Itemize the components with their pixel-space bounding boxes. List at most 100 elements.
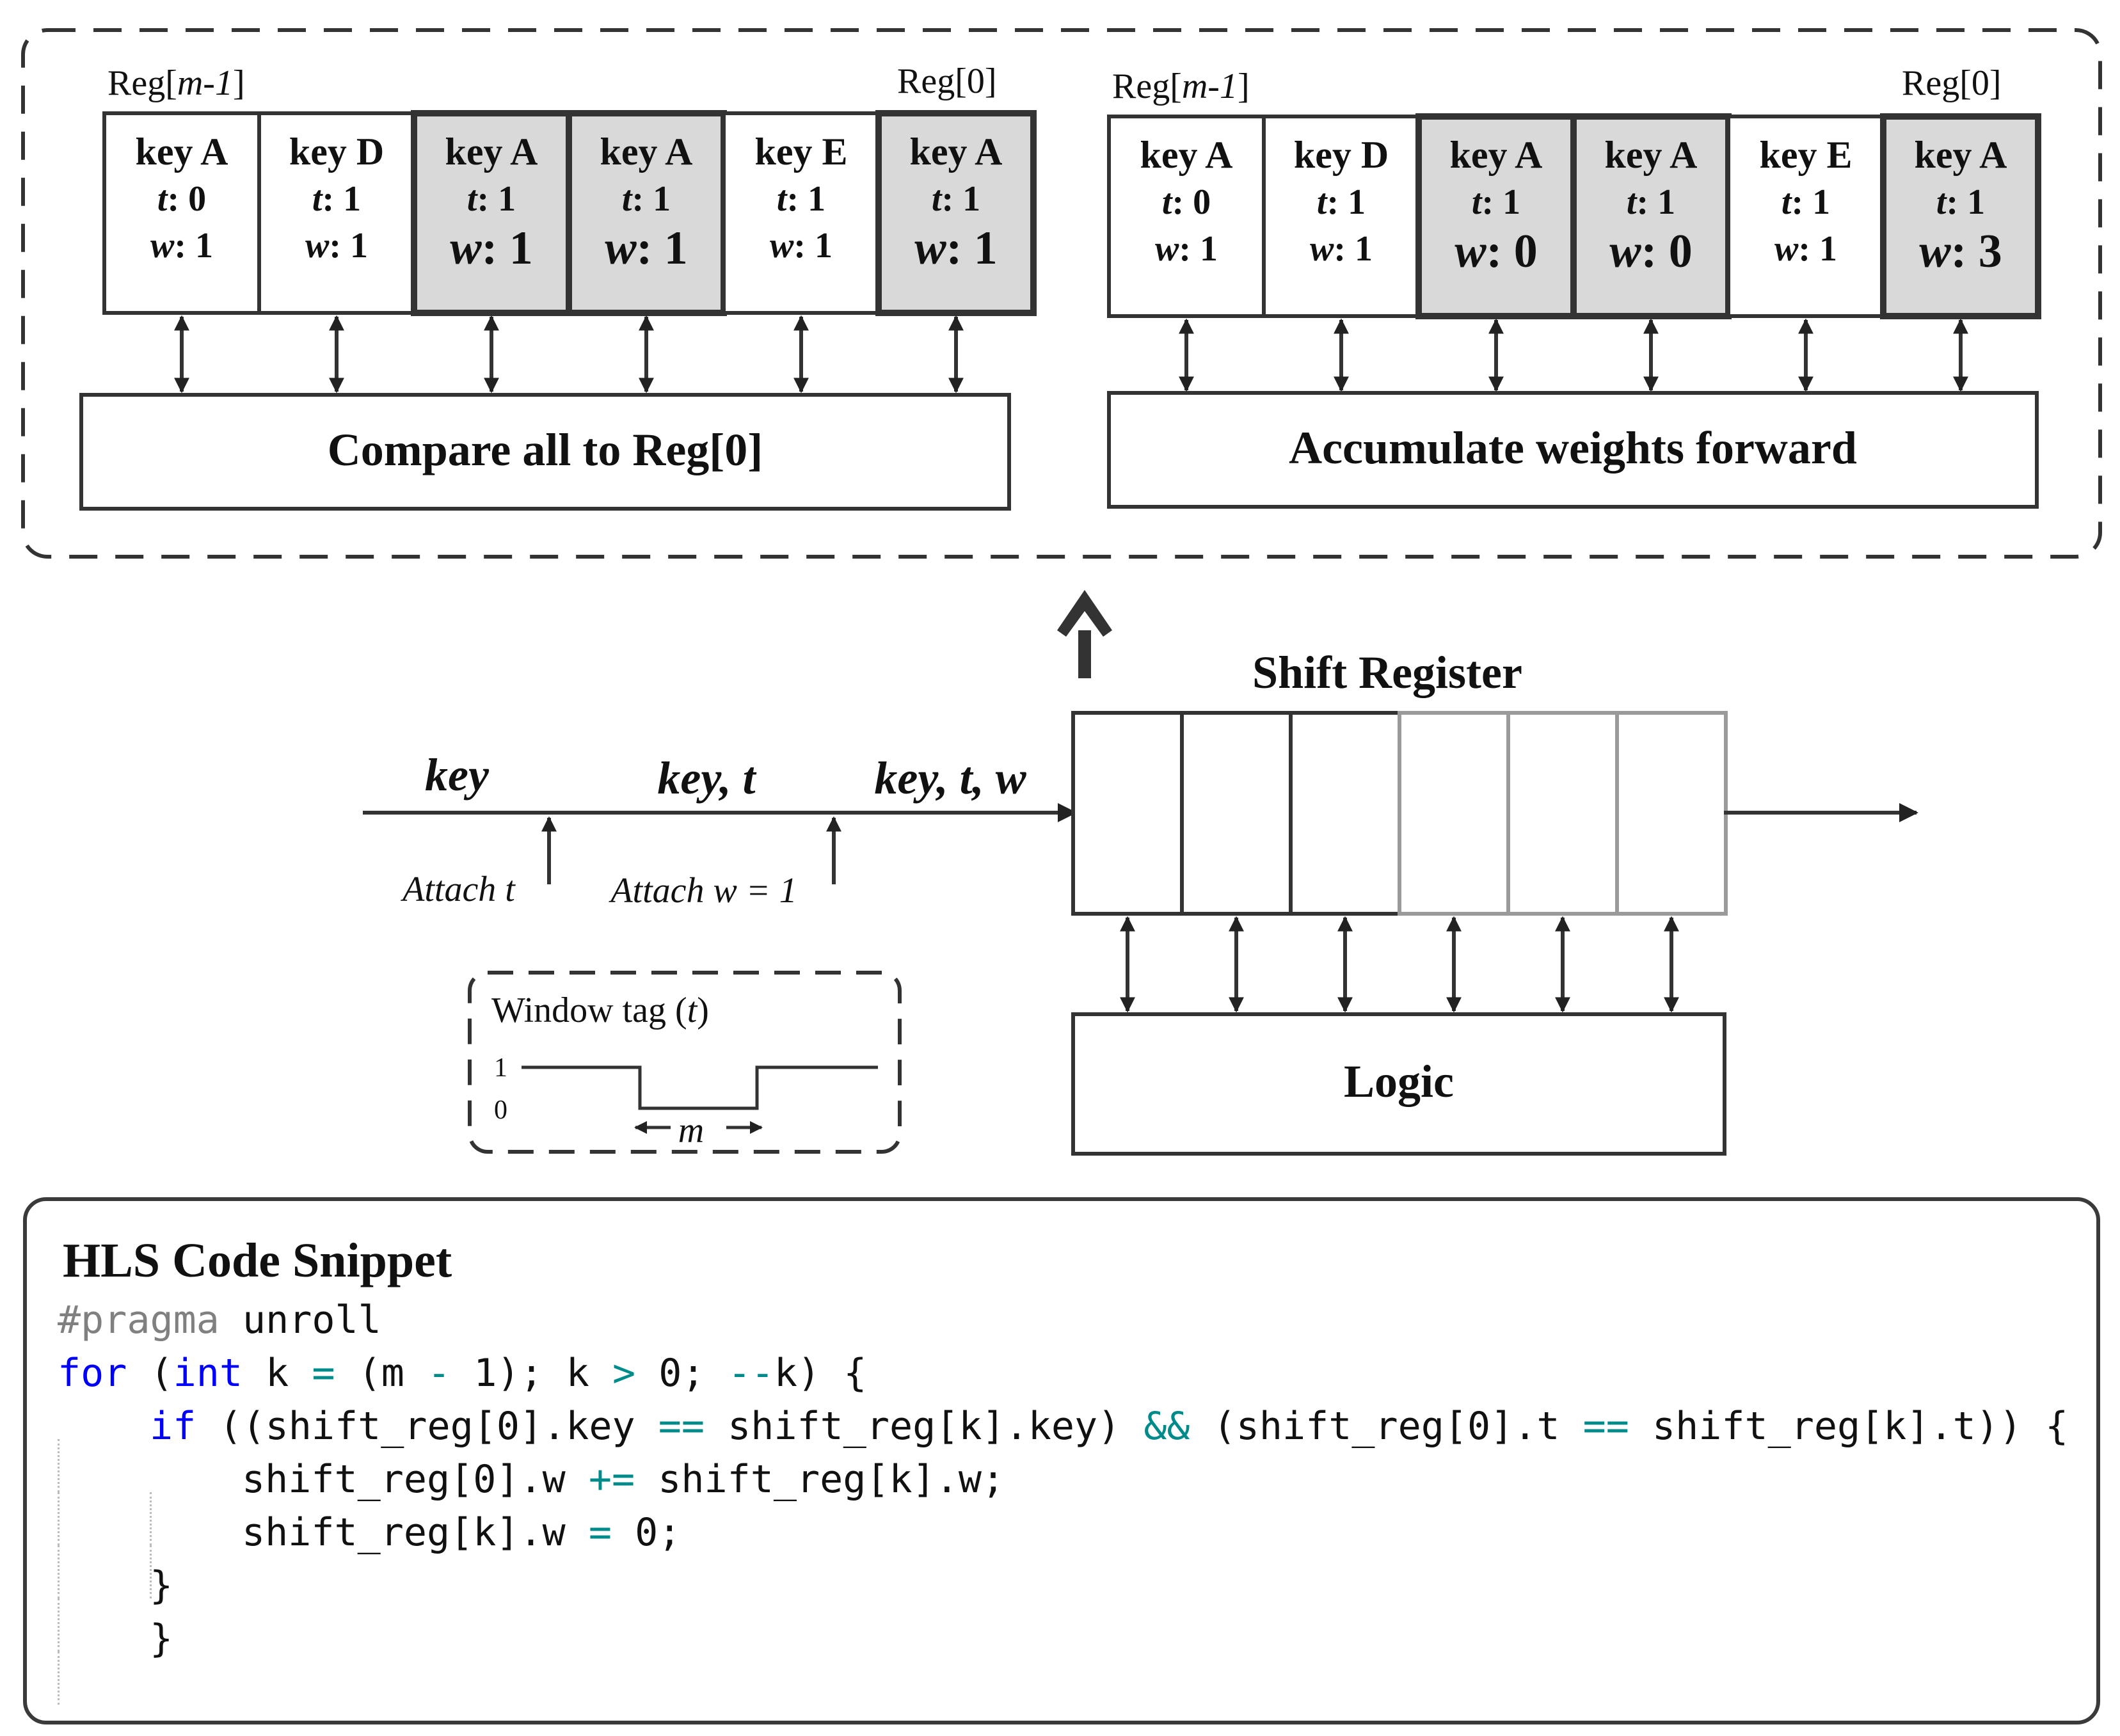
code-token: for [58, 1351, 127, 1396]
register-w: w: 1 [1155, 229, 1218, 269]
accumulate-reg-label-right: Reg[0] [1902, 63, 2002, 103]
register-w: w: 1 [1310, 229, 1373, 269]
code-token: shift_reg[k].key) [704, 1404, 1144, 1449]
register-t: t: 1 [1317, 182, 1366, 222]
register-cell: key At: 1w: 3 [1880, 113, 2041, 319]
register-cell: key At: 1w: 0 [1570, 113, 1732, 319]
shift-logic-box [1071, 1012, 1726, 1156]
register-t: t: 1 [312, 179, 361, 219]
register-cell-box [1107, 115, 1266, 318]
register-t: t: 1 [777, 179, 825, 219]
shift-register-cells [1071, 711, 1728, 916]
code-token: = [588, 1510, 612, 1555]
register-cell: key At: 1w: 0 [1415, 113, 1577, 319]
code-token: k) { [774, 1351, 867, 1396]
code-token: shift_reg[k].w [242, 1510, 589, 1555]
register-key: key E [1759, 134, 1852, 176]
code-token: unroll [219, 1298, 381, 1342]
register-t: t: 1 [467, 179, 516, 219]
register-cell-highlighted [1415, 113, 1577, 319]
code-token: > [612, 1351, 636, 1396]
register-cell: key At: 0w: 1 [102, 111, 261, 315]
code-line: shift_reg[0].w += shift_reg[k].w; [58, 1453, 2068, 1545]
shift-register-cell [1398, 711, 1510, 916]
register-w: w: 1 [605, 222, 688, 275]
pipeline: key key, t key, t, w Attach t Attach w =… [363, 749, 1077, 911]
shift-register-title: Shift Register [1252, 647, 1522, 698]
code-line: } [58, 1613, 2068, 1705]
register-w: w: 1 [770, 226, 833, 266]
register-key: key A [135, 131, 228, 173]
register-cell-highlighted [1570, 113, 1732, 319]
shift-register-cell [1180, 711, 1293, 916]
compare-reg-label-right: Reg[0] [897, 61, 997, 101]
window-tag-waveform [522, 1065, 878, 1110]
register-w: w: 0 [1609, 225, 1693, 278]
register-cell-highlighted [875, 110, 1037, 316]
accumulate-logic-box [1107, 391, 2039, 509]
register-cell: key D t: 1 w: 1 [257, 111, 416, 315]
accumulate-reg-label-left: Reg[m-1] [1112, 67, 1250, 106]
shift-register-arrows [1120, 916, 1679, 1013]
code-token: == [1582, 1404, 1629, 1449]
code-token: (m [335, 1351, 427, 1396]
register-w: w: 1 [305, 226, 368, 266]
register-t: t: 1 [1627, 182, 1675, 222]
top-dashed-container [21, 28, 2102, 559]
register-cell: key A t: 0 w: 1 [1107, 115, 1266, 318]
accumulate-logic-label: Accumulate weights forward [1289, 422, 1857, 474]
register-cell-highlighted [566, 110, 727, 316]
code-line: #pragma unroll [58, 1294, 2068, 1347]
register-key: key D [289, 131, 384, 173]
code-token: shift_reg[0].w [242, 1457, 589, 1502]
code-token: int [173, 1351, 243, 1396]
code-token: if [150, 1404, 196, 1449]
up-arrow-icon [1057, 590, 1112, 678]
code-token: shift_reg[k].w; [635, 1457, 1005, 1502]
register-t: t: 1 [622, 179, 671, 219]
shift-register-cell [1289, 711, 1401, 916]
register-key: key A [600, 131, 692, 173]
register-cell: key A t: 1w: 1 [411, 110, 572, 316]
attach-t-label: Attach t [400, 870, 516, 909]
register-cell-highlighted [1880, 113, 2041, 319]
window-tag-dashed-box [468, 971, 902, 1154]
compare-logic-label: Compare all to Reg[0] [328, 424, 763, 475]
window-tag-level-high: 1 [494, 1053, 507, 1083]
window-tag-title: Window tag (t) [491, 991, 709, 1030]
code-token: shift_reg[k].t)) { [1629, 1404, 2069, 1449]
code-snippet-title: HLS Code Snippet [63, 1234, 452, 1287]
register-w: w: 1 [450, 222, 533, 275]
register-t: t: 0 [157, 179, 206, 219]
code-token: ((shift_reg[0].key [196, 1404, 658, 1449]
window-tag-legend: Window tag (t) 1 0 m [468, 971, 902, 1154]
register-t: t: 0 [1162, 182, 1211, 222]
code-token: 0; [611, 1510, 681, 1555]
register-key: key A [1140, 134, 1232, 176]
attach-w-label: Attach w = 1 [608, 871, 797, 911]
register-cell: key Et: 1w: 1 [1726, 115, 1885, 318]
code-line: for (int k = (m - 1); k > 0; --k) { [58, 1347, 2068, 1400]
register-cell-highlighted [411, 110, 572, 316]
shift-logic-label: Logic [1344, 1056, 1454, 1107]
register-cell: key D t: 1 w: 1 [1262, 115, 1421, 318]
code-token: -- [728, 1351, 774, 1396]
register-t: t: 1 [1936, 182, 1985, 222]
register-key: key D [1294, 134, 1389, 176]
code-token: && [1144, 1404, 1190, 1449]
window-tag-level-low: 0 [494, 1095, 507, 1125]
register-t: t: 1 [932, 179, 980, 219]
code-token: += [588, 1457, 635, 1502]
register-cell: key At: 1w: 1 [875, 110, 1037, 316]
window-width-label: m [678, 1111, 704, 1151]
register-t: t: 1 [1781, 182, 1830, 222]
register-cell-box [1262, 115, 1421, 318]
register-key: key A [1449, 134, 1542, 176]
register-key: key A [445, 131, 538, 173]
code-token: ( [127, 1351, 173, 1396]
stage-key-t-label: key, t [657, 753, 756, 804]
register-key: key A [909, 131, 1002, 173]
